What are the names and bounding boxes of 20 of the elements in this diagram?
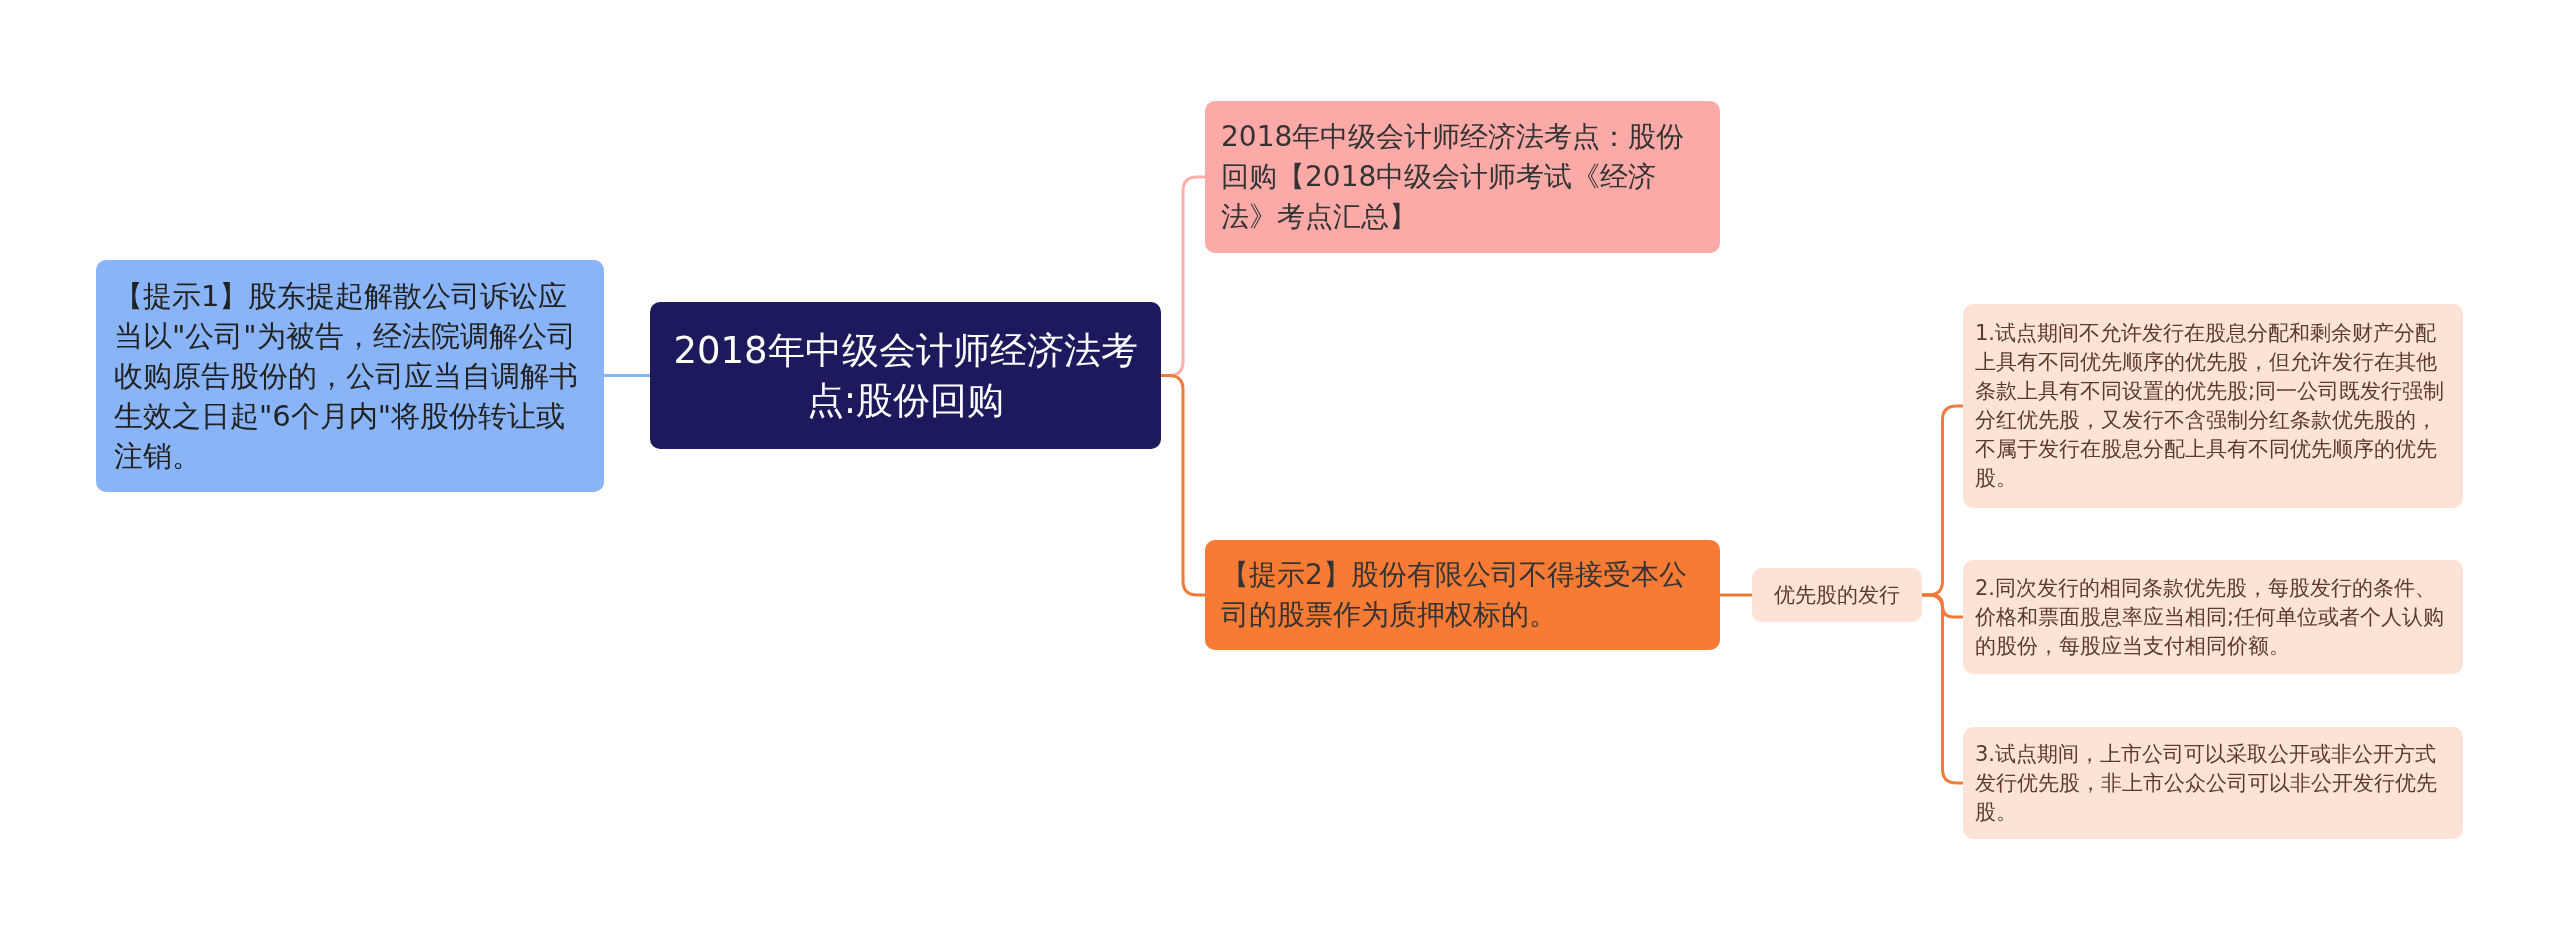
detail-box <box>1963 304 2463 508</box>
node-text: 3.试点期间，上市公司可以采取公开或非公开方式发行优先股，非上市公众公司可以非公开发行优先股。 <box>1975 740 2438 826</box>
node-text: 优先股的发行 <box>1774 581 1900 609</box>
node-text: 【提示2】股份有限公司不得接受本公司的股票作为质押权标的。 <box>1221 557 1688 633</box>
topic-box <box>1205 540 1720 650</box>
subtopic-box <box>1752 568 1922 622</box>
node-text: 1.试点期间不允许发行在股息分配和剩余财产分配上具有不同优先顺序的优先股，但允许发行在其他条款上具有不同设置的优先股;同一公司既发行强制分红优先股，又发行不含强制分红条款优先股的，不属于发行在股息分配上具有不同优先顺序的优先股。 <box>1975 320 2446 492</box>
topic-box <box>1205 101 1720 253</box>
node-text: 2018年中级会计师经济法考点：股份回购【2018中级会计师考试《经济法》考点汇总】 <box>1221 119 1686 235</box>
note-box <box>96 260 604 492</box>
central-topic-box <box>650 302 1161 449</box>
detail-box <box>1963 727 2463 839</box>
connector-line <box>604 374 650 377</box>
node-text: 2.同次发行的相同条款优先股，每股发行的条件、价格和票面股息率应当相同;任何单位或者个人认购的股份，每股应当支付相同价额。 <box>1975 574 2446 660</box>
connector-line <box>1161 374 1205 597</box>
connector-line <box>1922 593 1963 785</box>
node-text: 【提示1】股东提起解散公司诉讼应当以"公司"为被告，经法院调解公司收购原告股份的，公司应当自调解书生效之日起"6个月内"将股份转让或注销。 <box>114 278 579 475</box>
node-text: 2018年中级会计师经济法考点:股份回购 <box>672 327 1139 424</box>
connector-line <box>1720 593 1752 597</box>
detail-box <box>1963 560 2463 674</box>
